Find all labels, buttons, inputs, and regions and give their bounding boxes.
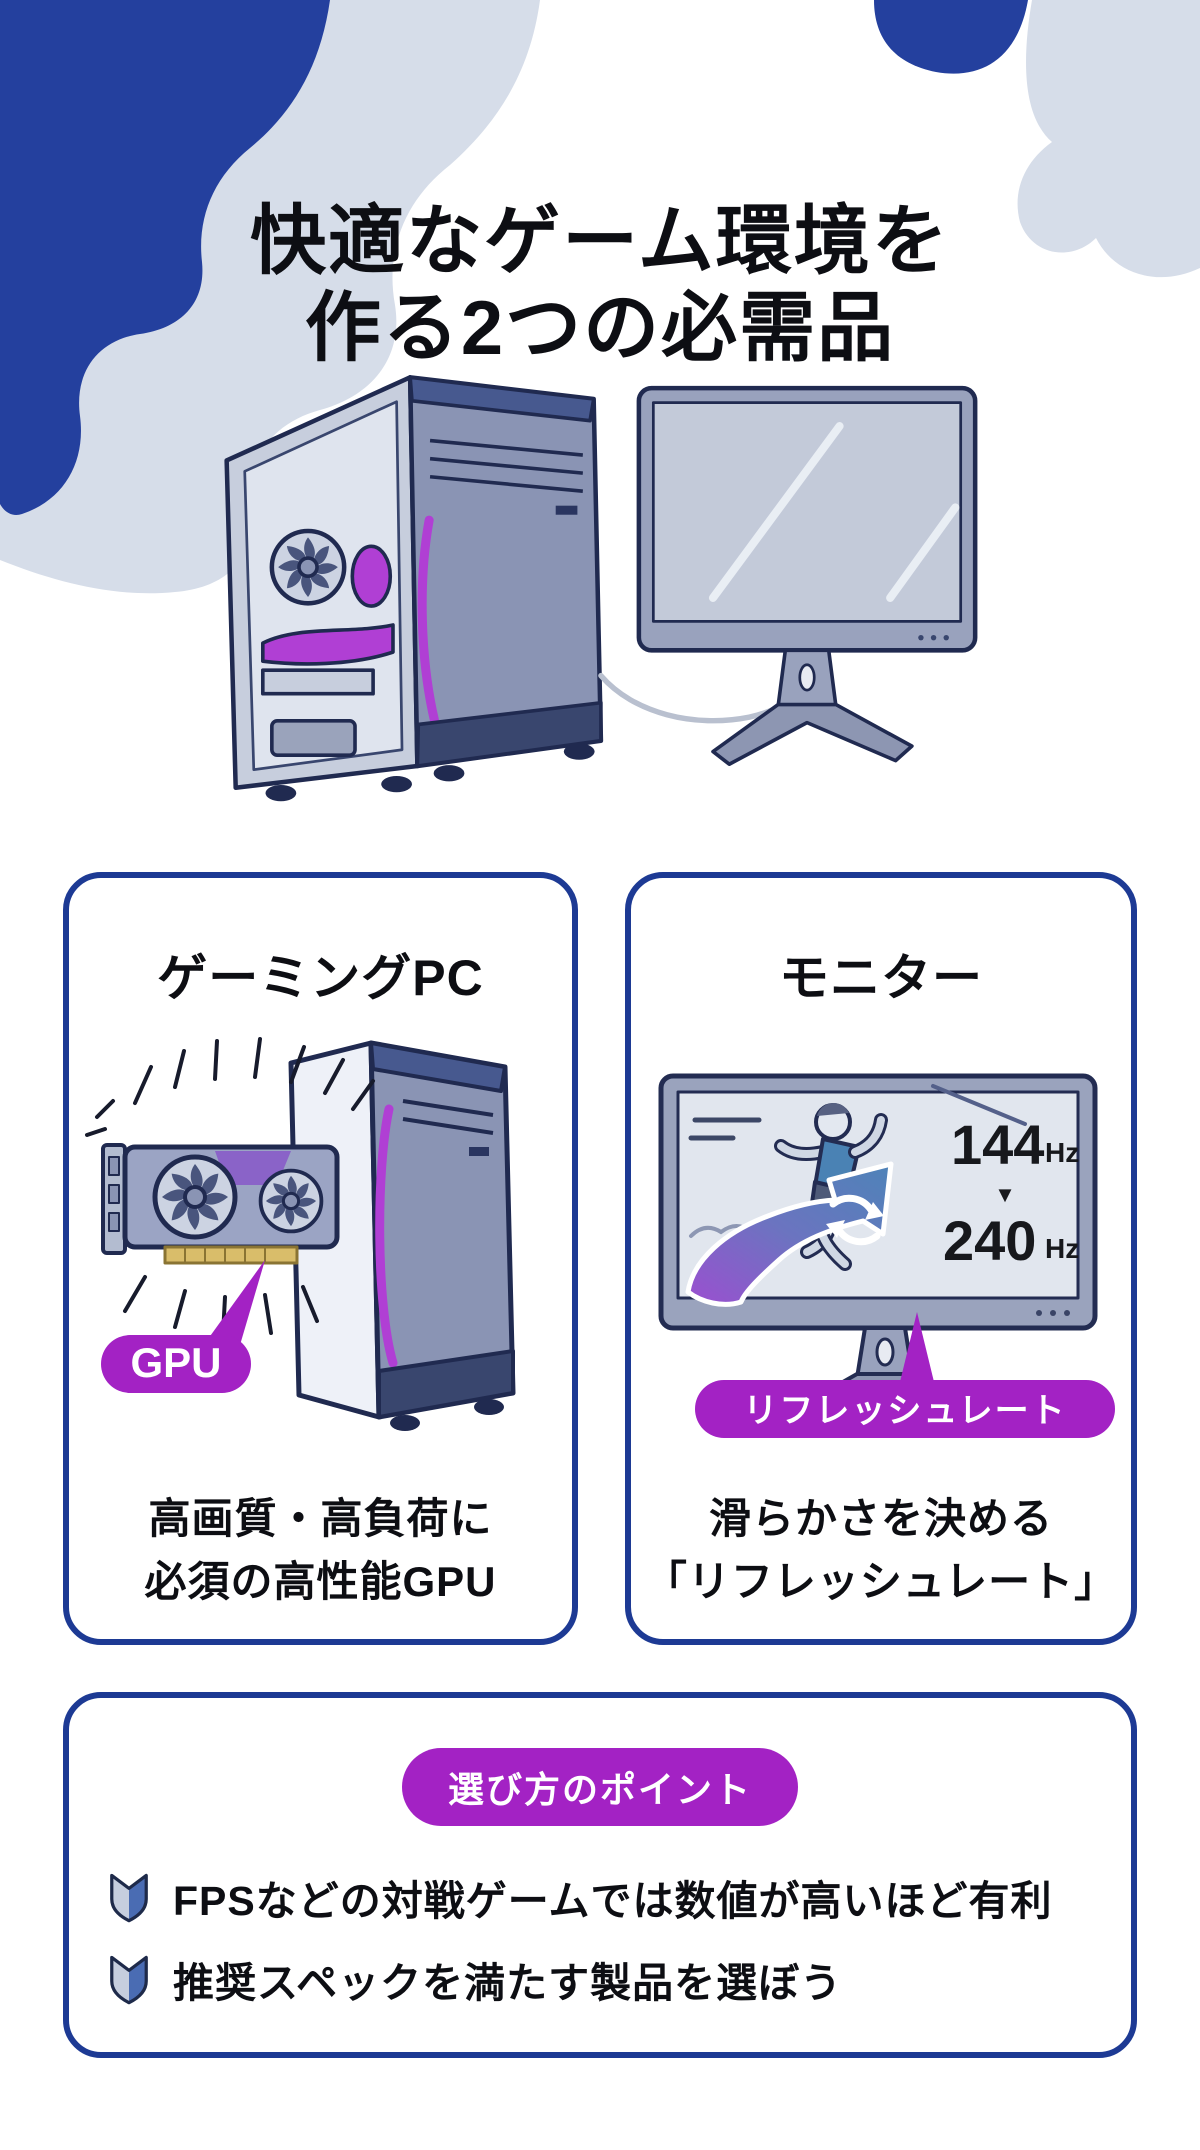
front-vent-1 — [429, 438, 583, 457]
foot — [390, 1415, 420, 1431]
monitor-caption: 滑らかさを決める 「リフレッシュレート」 — [631, 1487, 1131, 1613]
gaming-pc-card: ゲーミングPC — [63, 872, 578, 1645]
point-item: 推奨スペックを満たす製品を選ぼう — [107, 1950, 842, 2008]
point-text: FPSなどの対戦ゲームでは数値が高いほど有利 — [173, 1878, 1053, 1924]
gpu-inside — [261, 623, 395, 666]
gpu-badge: GPU — [101, 1260, 265, 1393]
bezel-dot — [1036, 1310, 1042, 1316]
bezel-dot — [1064, 1310, 1070, 1316]
foot — [381, 775, 412, 793]
beginner-mark-outline — [110, 1873, 148, 1923]
gaming-pc-caption: 高画質・高負荷に 必須の高性能GPU — [69, 1487, 572, 1613]
stand-hole — [875, 1337, 895, 1367]
gpu-fan-icon — [155, 1157, 235, 1237]
blob-navy-shape — [874, 0, 1028, 74]
refresh-rate-badge: リフレッシュレート — [695, 1312, 1115, 1438]
bezel-dot — [930, 634, 937, 641]
points-badge: 選び方のポイント — [401, 1748, 799, 1826]
front-vent-1 — [402, 1099, 494, 1117]
video-cable — [598, 672, 783, 724]
screen-glare-1 — [708, 422, 844, 602]
foot — [265, 785, 297, 802]
gpu-badge-label: GPU — [130, 1339, 221, 1386]
hill-line — [931, 1084, 1027, 1126]
gaming-pc-caption-line1: 高画質・高負荷に — [148, 1495, 493, 1542]
stand-hole — [798, 663, 816, 692]
runner-hair — [817, 1103, 849, 1116]
selection-points-card: 選び方のポイント FPSなどの対戦ゲームでは数値が高いほど有利 推奨スペックを満… — [63, 1692, 1137, 2058]
monitor-card: モニター — [625, 872, 1137, 1645]
refresh-from-unit: Hz — [1045, 1137, 1079, 1168]
front-vent-2 — [429, 456, 583, 475]
stand-base — [711, 702, 914, 767]
page-title-line1: 快適なゲーム環境を — [250, 198, 950, 284]
gpu-card — [101, 1143, 340, 1265]
monitor-caption-line2: 「リフレッシュレート」 — [644, 1558, 1118, 1605]
speech-bubble-tail — [899, 1312, 935, 1386]
bezel-dot — [1050, 1310, 1056, 1316]
rgb-cooler — [350, 544, 393, 608]
monitor-card-title: モニター — [779, 950, 983, 1006]
hero-illustration — [224, 375, 978, 802]
bracket-slot — [108, 1156, 120, 1176]
arrow-down-glyph: ▼ — [994, 1182, 1016, 1207]
foot — [563, 743, 595, 760]
refresh-rate-values: 144 Hz ▼ 240 Hz — [943, 1113, 1079, 1272]
point-text: 推奨スペックを満たす製品を選ぼう — [173, 1960, 843, 2006]
tower-top-accent — [369, 1041, 507, 1093]
front-vent-3 — [429, 474, 583, 494]
gpu-fan-icon — [258, 1168, 324, 1234]
tower-top-accent — [408, 375, 596, 423]
refresh-icon — [826, 1194, 884, 1246]
page-title: 快適なゲーム環境を 作る2つの必需品 — [0, 199, 1200, 372]
sparkle-rays — [85, 1037, 375, 1337]
speech-bubble-body — [101, 1335, 251, 1393]
foot — [433, 765, 465, 782]
hero-monitor — [636, 385, 978, 767]
gpu-illustration: GPU — [85, 1037, 516, 1431]
refresh-from-value: 144 — [951, 1113, 1044, 1176]
beginner-mark-icon — [110, 1955, 148, 2005]
runner-back-arm-fill — [777, 1142, 827, 1158]
case-fan-icon — [272, 531, 344, 603]
hero-pc-tower — [224, 375, 604, 802]
gaming-pc-caption-line2: 必須の高性能GPU — [144, 1558, 497, 1605]
psu-vent — [270, 719, 357, 757]
monitor-caption-line1: 滑らかさを決める — [708, 1495, 1053, 1542]
bracket-slot — [108, 1184, 120, 1204]
screen-scene: 144 Hz ▼ 240 Hz — [685, 1084, 1079, 1307]
gaming-pc-card-title: ゲーミングPC — [157, 950, 484, 1006]
drive-shelf — [261, 668, 375, 696]
refresh-to-value: 240 — [943, 1209, 1036, 1272]
page-title-line2: 作る2つの必需品 — [304, 285, 896, 371]
runner-front-arm-fill — [851, 1116, 885, 1156]
power-slot — [555, 505, 578, 515]
bezel-dot — [943, 634, 949, 641]
foot — [474, 1399, 504, 1415]
refresh-rate-badge-label: リフレッシュレート — [743, 1392, 1066, 1430]
point-item: FPSなどの対戦ゲームでは数値が高いほど有利 — [107, 1868, 1053, 1926]
led-strip — [417, 515, 440, 726]
speech-bubble-body — [695, 1380, 1115, 1438]
monitor-screen — [651, 401, 963, 623]
beginner-mark-icon — [110, 1873, 148, 1923]
tower-bottom-band — [377, 1349, 515, 1419]
beginner-mark-outline — [110, 1955, 148, 2005]
bracket-slot — [108, 1212, 120, 1232]
speech-bubble-tail — [208, 1260, 265, 1345]
bezel-dot — [918, 634, 924, 641]
refresh-to-unit: Hz — [1045, 1233, 1079, 1264]
refresh-rate-illustration: 144 Hz ▼ 240 Hz リフレッシュレート — [658, 1073, 1115, 1438]
tower-bottom-band — [415, 700, 603, 768]
front-vent-2 — [402, 1117, 494, 1135]
power-slot — [469, 1147, 489, 1156]
led-strip — [375, 1104, 398, 1368]
connector-pins — [184, 1247, 266, 1263]
screen-glare-2 — [886, 503, 960, 602]
